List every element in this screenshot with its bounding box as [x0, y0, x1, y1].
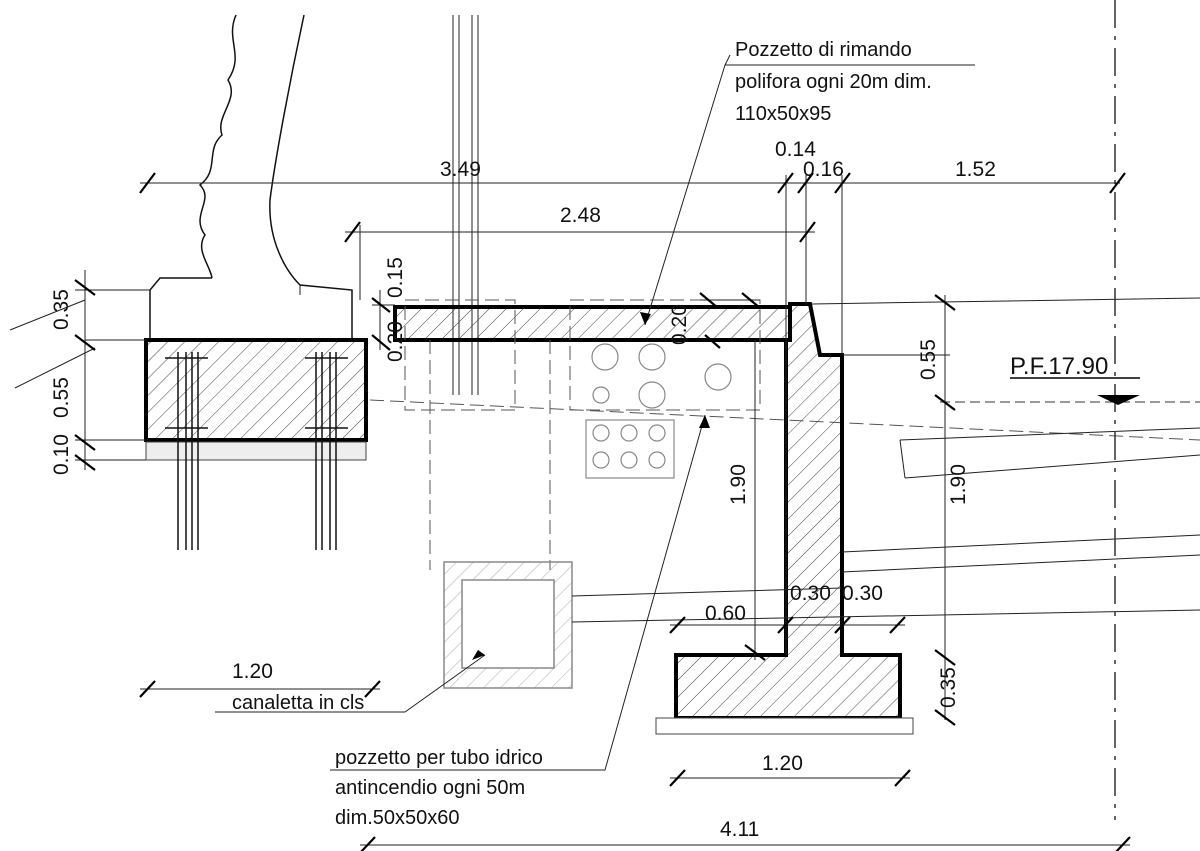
dim-0-10: 0.10 — [50, 434, 73, 475]
dim-0-55-left: 0.55 — [50, 377, 73, 418]
dimension-labels: 3.49 0.14 0.16 1.52 2.48 0.15 0.20 0.20 … — [50, 138, 996, 841]
canaletta-channel — [443, 561, 573, 689]
level-marker — [1010, 377, 1140, 405]
dim-1-90-right: 1.90 — [947, 464, 970, 505]
road-layers — [571, 297, 1200, 623]
dim-1-52: 1.52 — [955, 158, 996, 181]
slope-line — [14, 347, 96, 389]
dim-4-11: 4.11 — [720, 818, 759, 841]
dimension-ticks — [74, 172, 1131, 851]
note-canaletta: canaletta in cls — [232, 692, 364, 714]
leader-arrows — [472, 312, 710, 660]
dim-3-49: 3.49 — [440, 158, 481, 181]
note-pozzetto-rimando-line3: 110x50x95 — [735, 103, 831, 125]
dim-0-35-right: 0.35 — [937, 667, 960, 708]
notes: Pozzetto di rimando polifora ogni 20m di… — [232, 39, 932, 829]
dim-0-15: 0.15 — [384, 257, 407, 298]
existing-pier — [138, 14, 353, 338]
dim-0-20-center: 0.20 — [668, 304, 691, 345]
level-label: P.F.17.90 — [1010, 353, 1108, 380]
dim-0-30-a: 0.30 — [790, 582, 831, 605]
dim-1-20-left: 1.20 — [232, 660, 273, 683]
slope-line — [9, 299, 86, 331]
dim-0-55-right: 0.55 — [917, 339, 940, 380]
retaining-wall — [655, 302, 914, 735]
note-pozzetto-rimando-line2: polifora ogni 20m dim. — [735, 71, 932, 93]
note-pozzetto-idrico-line1: pozzetto per tubo idrico — [335, 747, 543, 769]
note-pozzetto-idrico-line3: dim.50x50x60 — [335, 807, 460, 829]
note-pozzetto-idrico-line2: antincendio ogni 50m — [335, 777, 525, 799]
dim-0-35-left: 0.35 — [50, 289, 73, 330]
dim-1-90-wall: 1.90 — [727, 464, 750, 505]
dim-0-14: 0.14 — [775, 138, 816, 161]
leader-lines — [215, 54, 975, 771]
dim-0-16: 0.16 — [803, 158, 844, 181]
dim-0-60: 0.60 — [705, 602, 746, 625]
dimension-lines — [75, 175, 1130, 846]
dim-2-48: 2.48 — [560, 204, 601, 227]
left-foundation-block — [144, 338, 368, 550]
dim-1-20-bottom: 1.20 — [762, 752, 803, 775]
conduit-pipes — [585, 343, 732, 479]
dim-0-30-b: 0.30 — [842, 582, 883, 605]
note-pozzetto-rimando-line1: Pozzetto di rimando — [735, 39, 912, 61]
top-slab — [393, 305, 792, 342]
dim-0-20-left: 0.20 — [384, 321, 407, 362]
